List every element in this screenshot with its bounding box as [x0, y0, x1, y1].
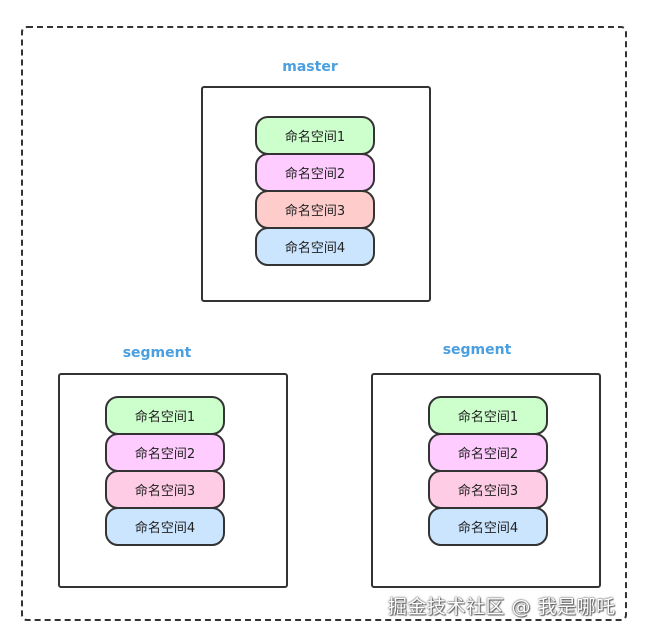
watermark-text: 掘金技术社区 @ 我是哪吒 [388, 596, 616, 618]
segment-left-title: segment [122, 345, 192, 361]
master-namespace-stack: 命名空间1 命名空间2 命名空间3 命名空间4 [255, 116, 375, 266]
segment-left-namespace-2: 命名空间2 [105, 433, 225, 472]
segment-right-title: segment [442, 342, 512, 358]
segment-right-namespace-2: 命名空间2 [428, 433, 548, 472]
segment-left-namespace-3: 命名空间3 [105, 470, 225, 509]
segment-right-namespace-stack: 命名空间1 命名空间2 命名空间3 命名空间4 [428, 396, 548, 546]
master-title: master [282, 59, 338, 75]
cluster-boundary [21, 26, 627, 621]
master-namespace-2: 命名空间2 [255, 153, 375, 192]
segment-right-namespace-1: 命名空间1 [428, 396, 548, 435]
segment-left-namespace-1: 命名空间1 [105, 396, 225, 435]
master-namespace-1: 命名空间1 [255, 116, 375, 155]
segment-right-namespace-3: 命名空间3 [428, 470, 548, 509]
segment-left-namespace-4: 命名空间4 [105, 507, 225, 546]
master-namespace-3: 命名空间3 [255, 190, 375, 229]
segment-left-namespace-stack: 命名空间1 命名空间2 命名空间3 命名空间4 [105, 396, 225, 546]
master-namespace-4: 命名空间4 [255, 227, 375, 266]
segment-right-namespace-4: 命名空间4 [428, 507, 548, 546]
